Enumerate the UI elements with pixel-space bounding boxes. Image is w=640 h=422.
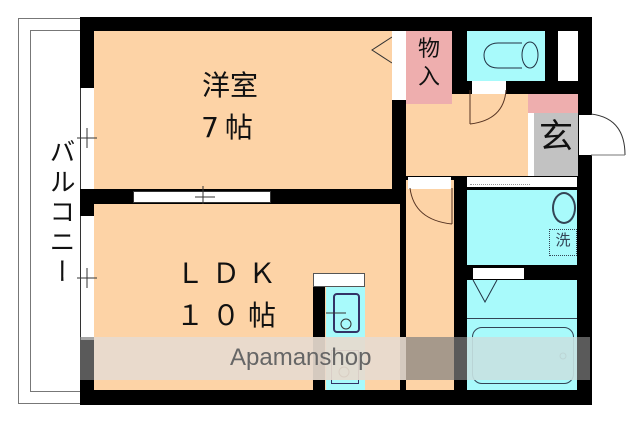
western-room-size: 7帖 (201, 111, 259, 144)
closet-door-icon (371, 36, 393, 64)
ldk-size: １０帖 (175, 299, 284, 332)
washroom-sliding-door (467, 177, 577, 187)
bathroom-step-line (467, 318, 577, 319)
toilet-door-opening (472, 81, 506, 94)
balcony-outer-frame (18, 18, 82, 404)
bath-door-swing-icon (472, 279, 498, 304)
ldk-door-swing-icon (409, 187, 453, 225)
washroom-door-track (470, 184, 530, 185)
balcony-inner-frame (30, 30, 82, 392)
watermark-light (94, 337, 406, 380)
watermark-light-bath (467, 337, 577, 380)
storage-label: 物入 (417, 37, 440, 90)
entrance-door-swing-icon (590, 113, 626, 156)
entrance-label: 玄 (539, 117, 573, 157)
bathroom-door (473, 268, 524, 279)
entrance (534, 113, 578, 176)
kitchen-counter (313, 273, 365, 287)
washing-machine-label: 洗 (555, 231, 571, 249)
toilet-icon (483, 41, 539, 69)
watermark-text: Apamanshop (230, 344, 372, 371)
ldk-name: ＬＤＫ (175, 257, 284, 290)
toilet-room (467, 31, 545, 81)
western-room (94, 31, 392, 189)
entrance-step (528, 94, 578, 113)
toilet-door-swing-icon (469, 89, 507, 125)
storage (406, 31, 452, 104)
faucet-icon (326, 312, 352, 330)
storage-door (392, 31, 406, 100)
entrance-door (579, 115, 592, 155)
hallway (406, 94, 528, 176)
western-room-name: 洋室 (201, 69, 258, 102)
balcony-label: バルコニー (45, 138, 75, 288)
window-sash-icon (77, 268, 97, 288)
washing-machine-area (549, 229, 577, 256)
wash-basin-icon (552, 192, 576, 224)
window-sash-icon (77, 128, 97, 148)
ldk-door-opening (408, 177, 451, 189)
meter-box (558, 31, 578, 81)
entrance-divider (528, 113, 534, 176)
